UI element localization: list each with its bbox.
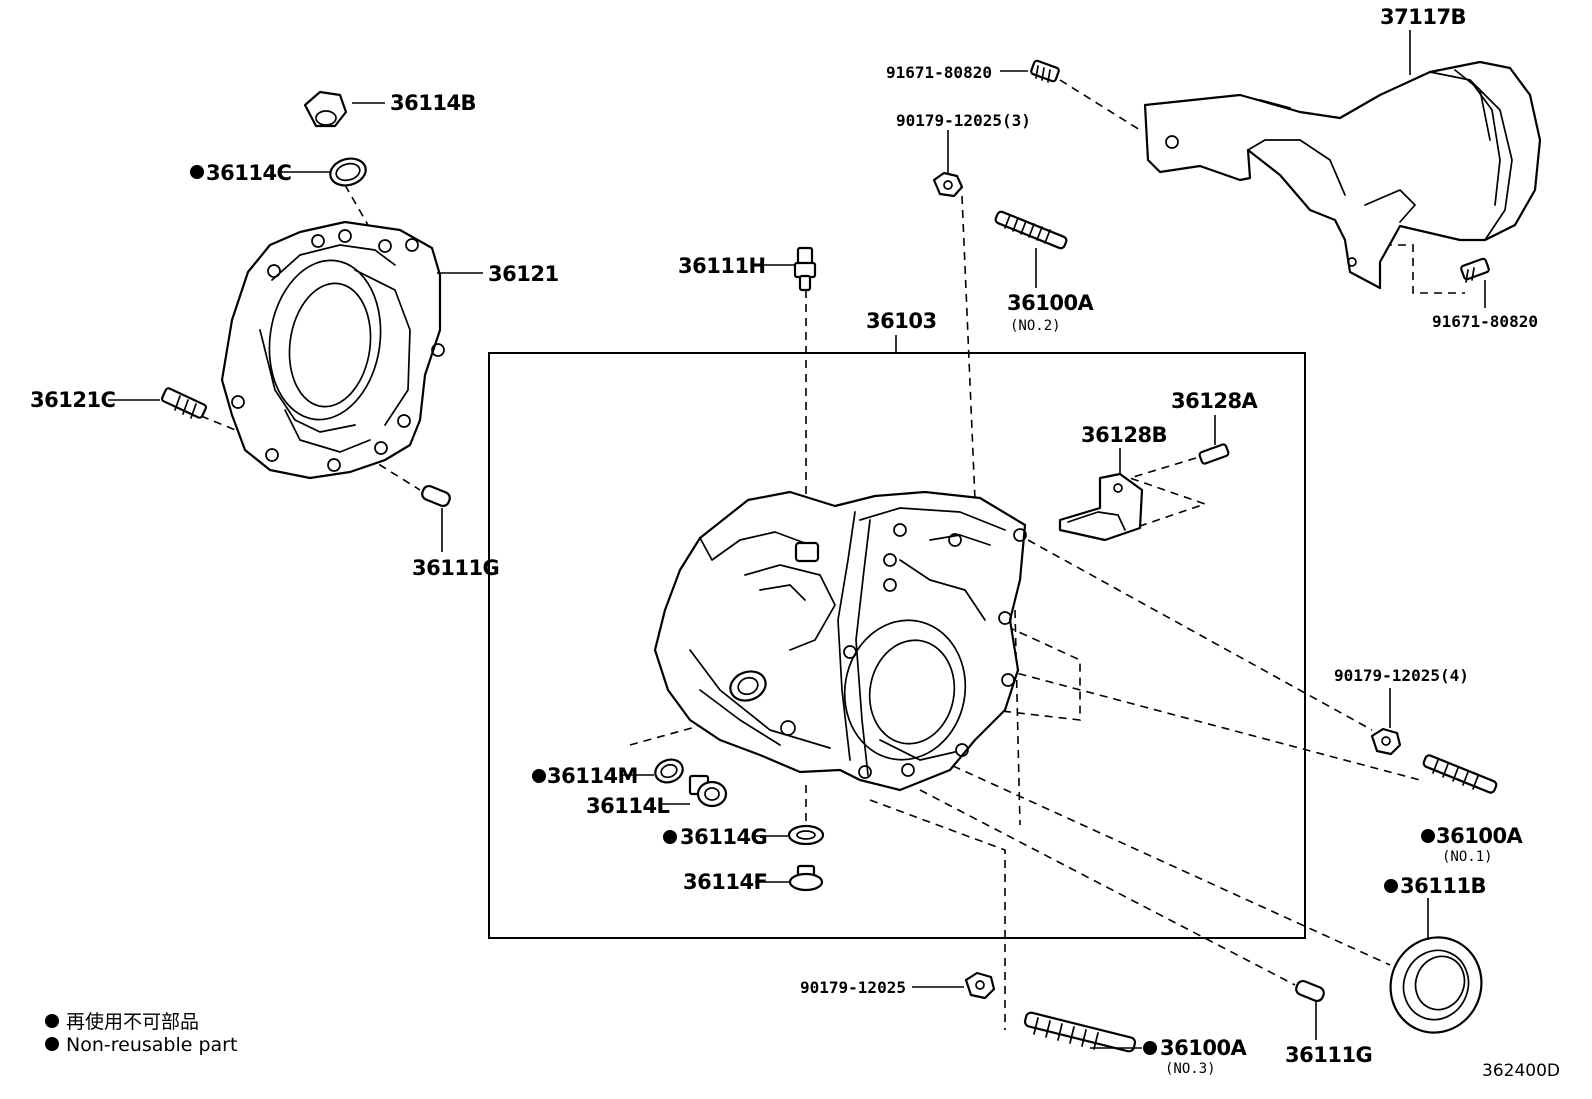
gasket-36114G <box>787 824 825 846</box>
callout-36114B: 36114B <box>390 91 476 115</box>
bolt-91671-80820-right <box>1460 257 1490 283</box>
legend-bullet-cn <box>45 1014 59 1028</box>
bullet-mark <box>1143 1041 1157 1055</box>
bolt-36128A <box>1198 443 1230 465</box>
callout-36100A-no3: 36100A <box>1160 1036 1248 1060</box>
nut-90179-12025-3 <box>932 171 964 198</box>
housing-group-box <box>488 352 1306 939</box>
callout-36128A: 36128A <box>1171 389 1259 413</box>
callout-36100A-no2: 36100A <box>1007 291 1095 315</box>
callout-36111G-right: 36111G <box>1285 1043 1372 1067</box>
callout-91671-80820-right: 91671-80820 <box>1432 312 1538 331</box>
non-reusable-marks <box>190 165 1435 1055</box>
callout-90179-12025-3: 90179-12025(3) <box>896 111 1031 130</box>
bracket-36128B <box>1058 472 1144 542</box>
stud-36100A-no3 <box>1023 1011 1137 1053</box>
gasket-36114C <box>329 157 367 187</box>
nut-90179-12025 <box>964 971 996 1000</box>
cover-36121 <box>220 220 445 480</box>
bullet-mark <box>1384 879 1398 893</box>
callout-36100A-no1-sub: (NO.1) <box>1442 849 1493 865</box>
bolt-36121C <box>160 387 208 419</box>
legend-text-en: Non-reusable part <box>66 1034 237 1056</box>
mount-bracket-37117B <box>1143 60 1542 290</box>
transfer-housing-36103 <box>653 490 1027 792</box>
callout-36111B: 36111B <box>1400 874 1486 898</box>
stud-36100A-no1 <box>1422 754 1498 794</box>
stud-36100A-no2 <box>994 210 1068 250</box>
legend: 再使用不可部品 Non-reusable part <box>45 1011 237 1056</box>
callout-36100A-no1: 36100A <box>1436 824 1524 848</box>
callout-36114G: 36114G <box>680 825 767 849</box>
callout-36121: 36121 <box>488 262 559 286</box>
callout-37117B: 37117B <box>1380 5 1466 29</box>
bullet-mark <box>1421 829 1435 843</box>
callout-36100A-no2-sub: (NO.2) <box>1010 318 1061 334</box>
callout-36100A-no3-sub: (NO.3) <box>1165 1061 1216 1077</box>
bolt-91671-80820-top <box>1030 59 1060 83</box>
legend-text-cn: 再使用不可部品 <box>66 1011 199 1033</box>
callout-36128B: 36128B <box>1081 423 1167 447</box>
pin-36111G-left <box>421 484 451 508</box>
callout-labels: 37117B 91671-80820 90179-12025(3) 36100A… <box>30 5 1538 1077</box>
callout-90179-12025-4: 90179-12025(4) <box>1334 666 1469 685</box>
callout-36111H: 36111H <box>678 254 766 278</box>
pin-36111G-right <box>1295 979 1325 1003</box>
callout-91671-80820-top: 91671-80820 <box>886 63 992 82</box>
callout-90179-12025: 90179-12025 <box>800 978 906 997</box>
assembly-lines <box>200 79 1465 1030</box>
plug-36114F <box>788 864 824 892</box>
plug-36114L <box>688 774 728 808</box>
breather-36111H <box>793 246 817 292</box>
bullet-mark <box>663 830 677 844</box>
plug-36114B <box>303 90 348 128</box>
callout-36114C: 36114C <box>206 161 292 185</box>
callout-36121C: 36121C <box>30 388 116 412</box>
oil-seal-36111B <box>1389 936 1483 1034</box>
callout-36111G-left: 36111G <box>412 556 499 580</box>
callout-36114L: 36114L <box>586 794 670 818</box>
gasket-36114M <box>654 758 684 784</box>
callout-36114F: 36114F <box>683 870 767 894</box>
bullet-mark <box>190 165 204 179</box>
bullet-mark <box>532 769 546 783</box>
leader-lines <box>108 30 1486 1049</box>
nut-90179-12025-4 <box>1370 727 1402 756</box>
callout-36114M: 36114M <box>547 764 638 788</box>
drawing-code: 362400D <box>1482 1061 1560 1081</box>
legend-bullet-en <box>45 1037 59 1051</box>
callout-36103: 36103 <box>866 309 937 333</box>
